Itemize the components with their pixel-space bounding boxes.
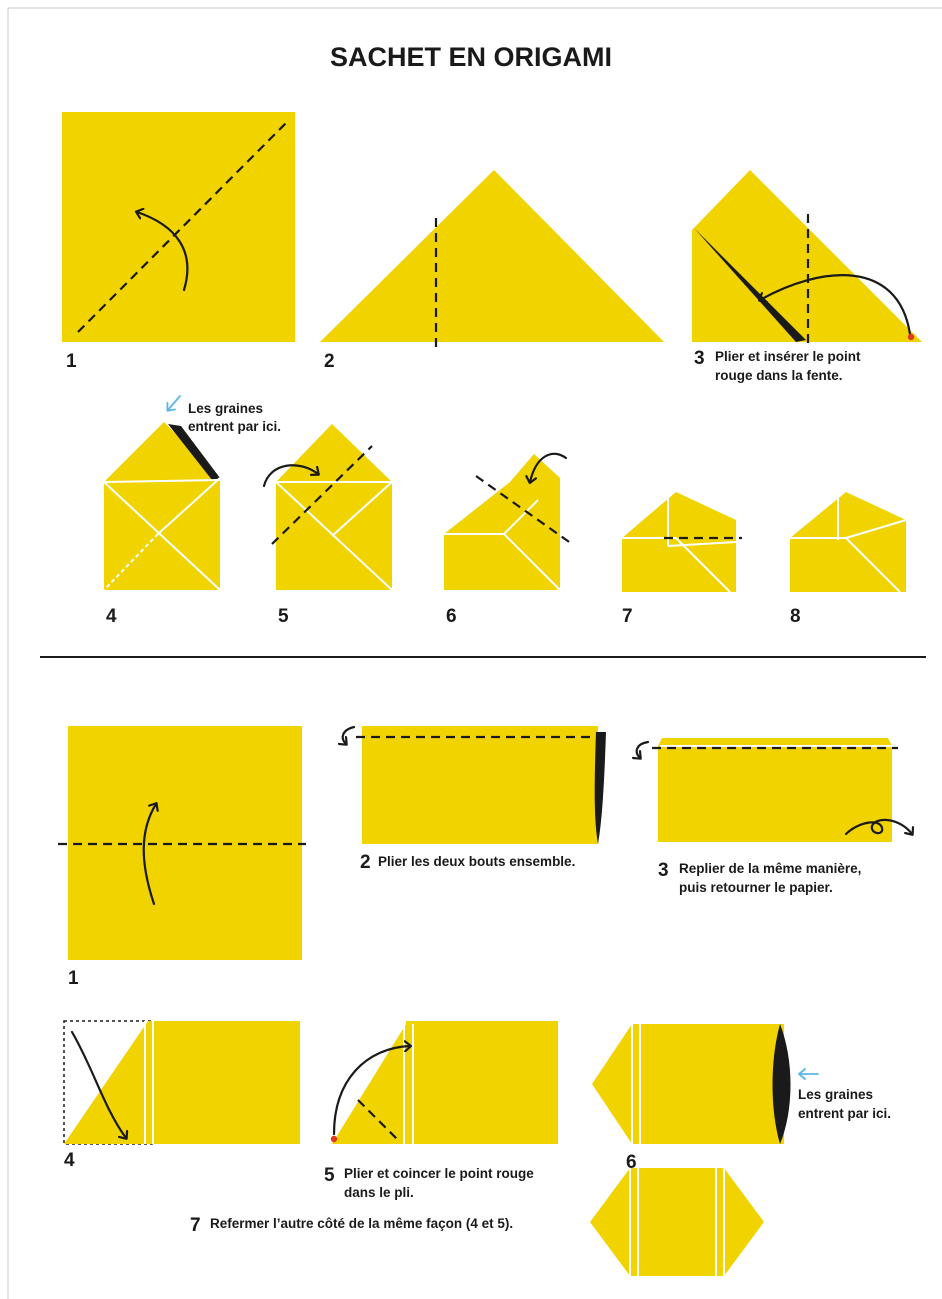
opening-flap-shadow	[168, 424, 220, 480]
seeds-note-line-2: entrent par ici.	[798, 1106, 891, 1121]
crease-dotted	[103, 533, 159, 591]
paper-rectangle	[362, 726, 598, 844]
fold-arrow-icon	[137, 212, 189, 292]
step-b4-fold-corner: 4	[63, 1020, 300, 1171]
step-number: 3	[694, 348, 705, 369]
step-number: 4	[64, 1150, 75, 1171]
crease	[103, 481, 221, 591]
step-b6-one-side-closed: Les graines entrent par ici. 6	[592, 1024, 891, 1173]
red-point	[330, 1135, 338, 1143]
fold-arrow-icon	[530, 452, 568, 482]
step-a5-fold-top: 5	[262, 424, 393, 627]
fold-arrow-icon	[142, 804, 156, 906]
step-caption-line-2: dans le pli.	[344, 1185, 414, 1200]
step-caption: Plier les deux bouts ensemble.	[378, 854, 575, 869]
step-b2-fold-ends: 2 Plier les deux bouts ensemble.	[343, 725, 606, 873]
paper-envelope	[276, 424, 392, 590]
diagonal-fold-line	[357, 1099, 401, 1143]
flip-arrow-icon	[844, 818, 912, 834]
step-caption-line-1: Plier et insérer le point	[715, 349, 861, 364]
fold-arrow-icon	[343, 725, 356, 744]
crease	[331, 481, 393, 537]
paper-folded-triangle	[332, 1024, 406, 1144]
step-number: 2	[360, 852, 371, 873]
step-b7-both-sides-closed: 7 Refermer l’autre côté de la même façon…	[190, 1168, 764, 1276]
diagonal-fold-line	[77, 119, 290, 333]
step-number: 8	[790, 606, 801, 627]
paper-rectangle	[406, 1021, 558, 1144]
paper-envelope	[592, 1024, 784, 1144]
page-title: SACHET EN ORIGAMI	[330, 42, 612, 72]
crease	[845, 537, 901, 593]
diagonal-fold-line	[475, 475, 573, 545]
paper-rectangle	[658, 746, 892, 842]
step-a7-tuck-flap: 7	[622, 492, 742, 627]
step-number: 1	[66, 351, 77, 372]
crease	[275, 481, 393, 591]
paper-triangle	[320, 170, 664, 342]
step-number: 7	[622, 606, 633, 627]
red-point	[907, 333, 915, 341]
step-number: 6	[446, 606, 457, 627]
step-caption-line-1: Replier de la même manière,	[679, 861, 861, 876]
fold-arrow-icon	[70, 1030, 126, 1138]
step-caption: Refermer l’autre côté de la même façon (…	[210, 1216, 513, 1231]
paper-square	[62, 112, 295, 342]
paper-envelope	[590, 1168, 764, 1276]
step-a2-triangle: 2	[320, 170, 664, 372]
step-a4-envelope: Les graines entrent par ici. 4	[103, 395, 281, 627]
step-a6-fold-flap: 6	[444, 452, 573, 627]
crease	[675, 537, 731, 593]
paper-folded-triangle	[64, 1021, 148, 1144]
fold-arrow-icon	[262, 464, 318, 488]
seeds-note-line-2: entrent par ici.	[188, 419, 281, 434]
step-b5-tuck-corner: 5 Plier et coincer le point rouge dans l…	[324, 1021, 558, 1200]
diagonal-fold-line	[271, 445, 373, 545]
seeds-note-line-1: Les graines	[798, 1087, 873, 1102]
step-number: 7	[190, 1215, 201, 1236]
step-caption-line-2: rouge dans la fente.	[715, 368, 843, 383]
step-number: 1	[68, 968, 79, 989]
step-number: 5	[324, 1165, 335, 1186]
crease	[667, 541, 737, 547]
paper-rectangle	[148, 1021, 300, 1144]
step-b3-fold-again: 3 Replier de la même manière, puis retou…	[637, 738, 912, 895]
paper-folded-strip	[658, 738, 892, 746]
step-number: 4	[106, 606, 117, 627]
fold-arrow-icon	[760, 274, 912, 336]
blue-arrow-icon	[166, 395, 181, 412]
crease	[103, 479, 221, 483]
crease	[503, 533, 561, 591]
edge-shadow	[594, 732, 606, 844]
method-b: 1 2 Plier les deux bouts ensemble. 3 Rep…	[58, 725, 912, 1276]
step-caption-line-1: Plier et coincer le point rouge	[344, 1166, 534, 1181]
opening-shadow	[772, 1024, 791, 1144]
crease	[157, 477, 221, 535]
fold-arrow-icon	[637, 740, 650, 758]
paper-folded-triangle	[692, 170, 922, 342]
step-number: 5	[278, 606, 289, 627]
seeds-note-line-1: Les graines	[188, 401, 263, 416]
step-b1-square-half-fold: 1	[58, 726, 306, 989]
crease	[845, 519, 907, 539]
step-a3-insert-point: 3 Plier et insérer le point rouge dans l…	[692, 170, 922, 383]
paper-envelope	[790, 492, 906, 592]
paper-envelope	[444, 454, 560, 590]
step-number: 3	[658, 860, 669, 881]
step-a8-finished: 8	[790, 492, 907, 627]
paper-envelope	[104, 422, 220, 590]
step-number: 6	[626, 1152, 637, 1173]
step-a1-square-diagonal-fold: 1	[62, 112, 295, 372]
crease	[503, 499, 539, 535]
method-a: 1 2 3 Plier et insérer le point rouge da…	[62, 112, 922, 627]
step-caption-line-2: puis retourner le papier.	[679, 880, 833, 895]
step-number: 2	[324, 351, 335, 372]
slot-shadow	[694, 228, 806, 342]
fold-arrow-icon	[332, 1046, 410, 1136]
